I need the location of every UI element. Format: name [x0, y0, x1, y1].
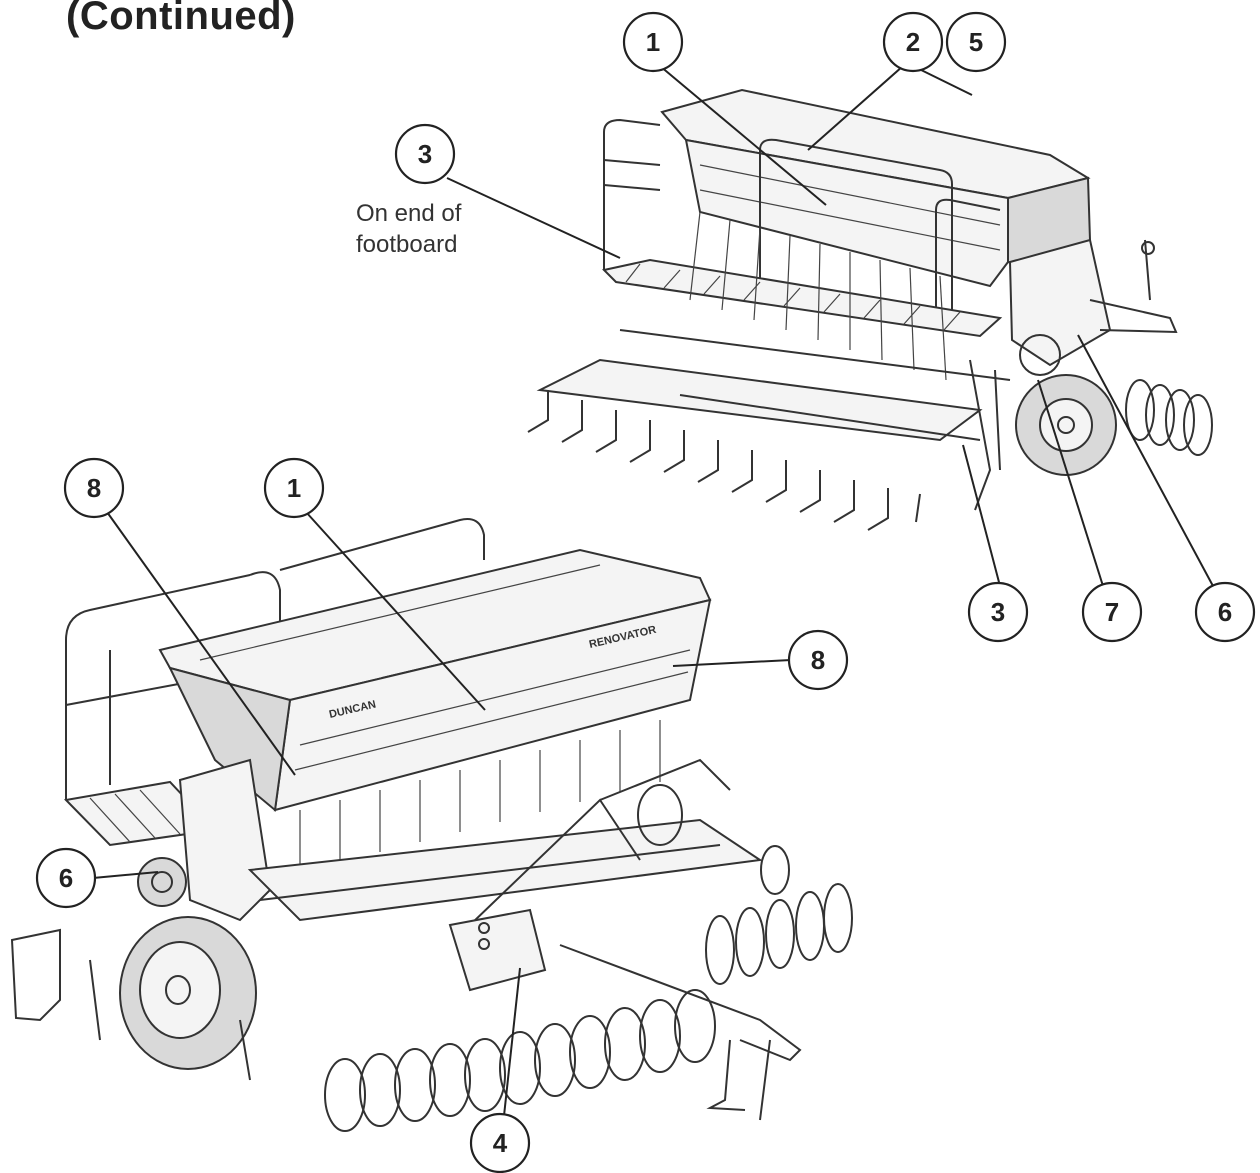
top-frame — [536, 358, 983, 442]
callout-bottom-8b-label: 8 — [811, 645, 825, 675]
callout-bottom-8a-label: 8 — [87, 473, 101, 503]
callout-top-6-label: 6 — [1218, 597, 1232, 627]
top-seed-drill — [527, 88, 1213, 531]
top-hopper-body — [684, 138, 1009, 288]
callout-top-2-label: 2 — [906, 27, 920, 57]
callout-top-1-label: 1 — [646, 27, 660, 57]
note-line-1: On end of — [356, 200, 462, 227]
callout-bottom-6: 6 — [35, 847, 97, 909]
callout-top-3a: 3 — [394, 123, 456, 185]
callout-top-6: 6 — [1194, 581, 1256, 643]
bottom-handrail — [65, 518, 485, 800]
callout-top-1: 1 — [622, 11, 684, 73]
page-title: (Continued) — [66, 0, 296, 38]
bottom-seed-drill: DUNCAN RENOVATOR — [10, 518, 853, 1132]
footboard-note: On end of footboard — [356, 198, 461, 260]
top-discs — [1125, 379, 1213, 456]
callout-bottom-1: 1 — [263, 457, 325, 519]
callout-bottom-1-label: 1 — [287, 473, 301, 503]
callout-top-7-label: 7 — [1105, 597, 1119, 627]
callout-top-5-label: 5 — [969, 27, 983, 57]
callout-bottom-8a: 8 — [63, 457, 125, 519]
leader-lines — [92, 65, 1214, 1126]
bottom-side-plate — [178, 758, 272, 922]
callout-top-5: 5 — [945, 11, 1007, 73]
top-footboard — [601, 258, 1003, 338]
bottom-roller — [324, 989, 716, 1132]
bottom-drive-wheel — [137, 857, 187, 907]
callout-top-2: 2 — [882, 11, 944, 73]
callout-top-3a-label: 3 — [418, 139, 432, 169]
callout-top-3b: 3 — [967, 581, 1029, 643]
bottom-hopper-end — [168, 666, 292, 812]
top-side-plate — [1008, 238, 1112, 367]
top-tines — [527, 390, 921, 531]
bottom-hitch — [469, 758, 802, 1062]
callout-bottom-4: 4 — [469, 1112, 531, 1173]
bottom-discs — [637, 784, 853, 985]
callout-bottom-6-label: 6 — [59, 863, 73, 893]
callout-bottom-4-label: 4 — [493, 1128, 508, 1158]
note-line-2: footboard — [356, 231, 458, 258]
top-handrail — [603, 118, 1001, 330]
callout-top-7: 7 — [1081, 581, 1143, 643]
callout-bottom-8b: 8 — [787, 629, 849, 691]
callout-top-3b-label: 3 — [991, 597, 1005, 627]
